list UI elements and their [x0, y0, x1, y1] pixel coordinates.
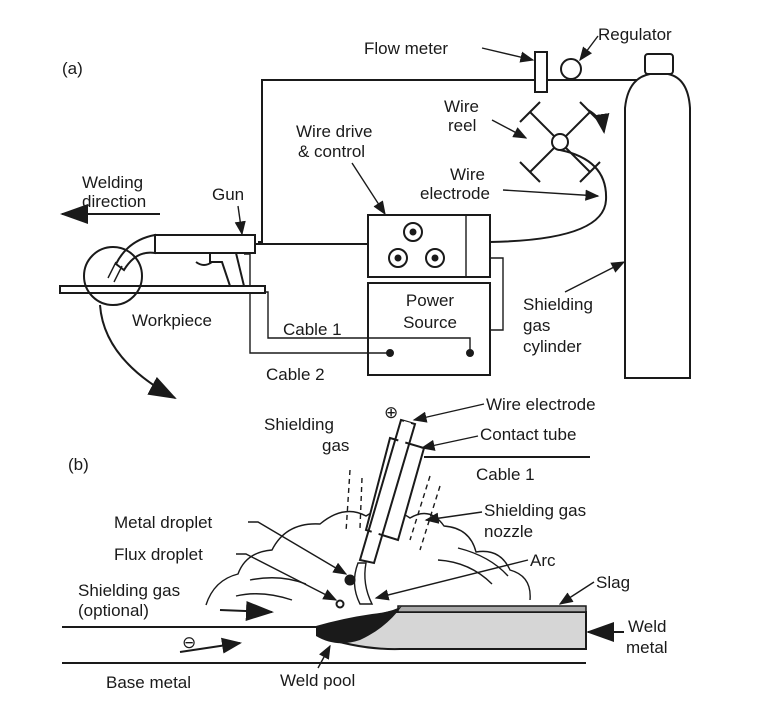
gun-nozzle	[358, 418, 426, 565]
metal-droplet-label: Metal droplet	[114, 513, 213, 532]
arc	[353, 562, 374, 605]
flux-droplet	[335, 599, 345, 609]
welding-gun	[107, 233, 256, 287]
cable-1-label-b: Cable 1	[476, 465, 535, 484]
shielding-gas-label-1: Shielding	[264, 415, 334, 434]
reel-rotation-arrow	[587, 109, 610, 134]
minus-sign: ⊖	[182, 633, 196, 652]
control-cable	[490, 257, 504, 331]
flow-meter	[534, 51, 548, 93]
wire-reel-label-2: reel	[448, 116, 476, 135]
welding-direction-label-1: Welding	[82, 173, 143, 192]
weld-metal-label-2: metal	[626, 638, 668, 657]
cylinder-valve	[644, 53, 674, 75]
gas-hose	[258, 79, 535, 243]
workpiece-label: Workpiece	[132, 311, 212, 330]
wire-reel	[519, 101, 601, 183]
cylinder-label-1: Shielding	[523, 295, 593, 314]
gun-label: Gun	[212, 185, 244, 204]
power-source-label-2: Source	[403, 313, 457, 332]
wire-electrode-label-1: Wire	[450, 165, 485, 184]
weld-pool	[316, 606, 402, 644]
wire-reel-label-1: Wire	[444, 97, 479, 116]
power-source-label-1: Power	[406, 291, 455, 310]
wire-electrode-label-2: electrode	[420, 184, 490, 203]
power-source-box	[367, 282, 491, 376]
panel-b-tag: (b)	[68, 455, 89, 474]
weld-pool-label: Weld pool	[280, 671, 355, 690]
welding-direction-label-2: direction	[82, 192, 146, 211]
cable-1-label-a: Cable 1	[283, 320, 342, 339]
weld-metal-label-1: Weld	[628, 617, 666, 636]
cylinder-label-3: cylinder	[523, 337, 582, 356]
workpiece	[59, 285, 266, 294]
panel-a-tag: (a)	[62, 59, 83, 78]
cable-2-label: Cable 2	[266, 365, 325, 384]
slag-label: Slag	[596, 573, 630, 592]
regulator	[560, 58, 582, 80]
wire-drive-box	[367, 214, 491, 278]
shielding-gas-optional-label-2: (optional)	[78, 601, 149, 620]
wire-from-reel	[489, 149, 608, 243]
wire-electrode-b-label: Wire electrode	[486, 395, 596, 414]
plus-sign: ⊕	[384, 403, 398, 422]
shielding-gas-optional-label-1: Shielding gas	[78, 581, 180, 600]
arc-label: Arc	[530, 551, 556, 570]
wire-drive-label-1: Wire drive	[296, 122, 373, 141]
contact-tube-label: Contact tube	[480, 425, 576, 444]
metal-droplet	[344, 574, 356, 586]
shielding-gas-nozzle-label-1: Shielding gas	[484, 501, 586, 520]
gas-cylinder	[624, 73, 691, 379]
detail-callout-arrow	[99, 304, 177, 399]
cylinder-label-2: gas	[523, 316, 550, 335]
slag	[397, 605, 587, 613]
shielding-gas-label-2: gas	[322, 436, 349, 455]
flow-meter-label: Flow meter	[364, 39, 448, 58]
regulator-label: Regulator	[598, 25, 672, 44]
cable-1	[266, 291, 471, 353]
shielding-gas-nozzle-label-2: nozzle	[484, 522, 533, 541]
detail-circle	[83, 246, 143, 306]
flux-droplet-label: Flux droplet	[114, 545, 203, 564]
wire-drive-label-2: & control	[298, 142, 365, 161]
base-metal-label: Base metal	[106, 673, 191, 692]
